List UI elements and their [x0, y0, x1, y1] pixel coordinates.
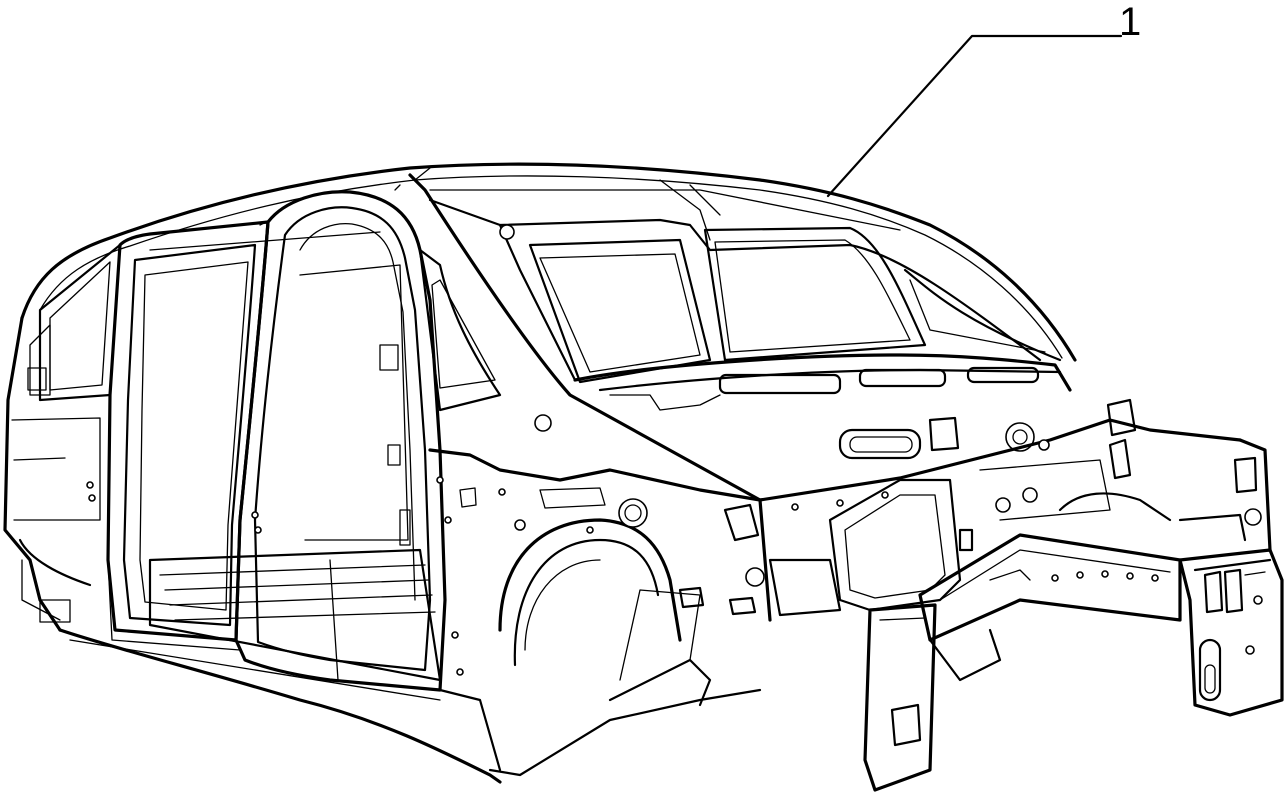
- a-pillar-windshield: [410, 175, 1060, 620]
- engine-bay: [760, 400, 1240, 615]
- front-door-opening: [300, 250, 500, 545]
- front-leg: [865, 605, 1000, 790]
- callout-label-1: 1: [1119, 0, 1142, 44]
- rear-door-opening: [108, 222, 268, 650]
- callout-leader-1: [828, 36, 1121, 196]
- b-pillar: [87, 192, 445, 690]
- cowl-panel: [575, 355, 1070, 458]
- rear-quarter: [5, 245, 120, 630]
- cabin-floor: [150, 550, 440, 680]
- roof-rails: [150, 185, 900, 250]
- roof-outline: [22, 164, 1075, 360]
- lower-sill: [60, 590, 760, 782]
- front-wheel-arch: [430, 415, 764, 675]
